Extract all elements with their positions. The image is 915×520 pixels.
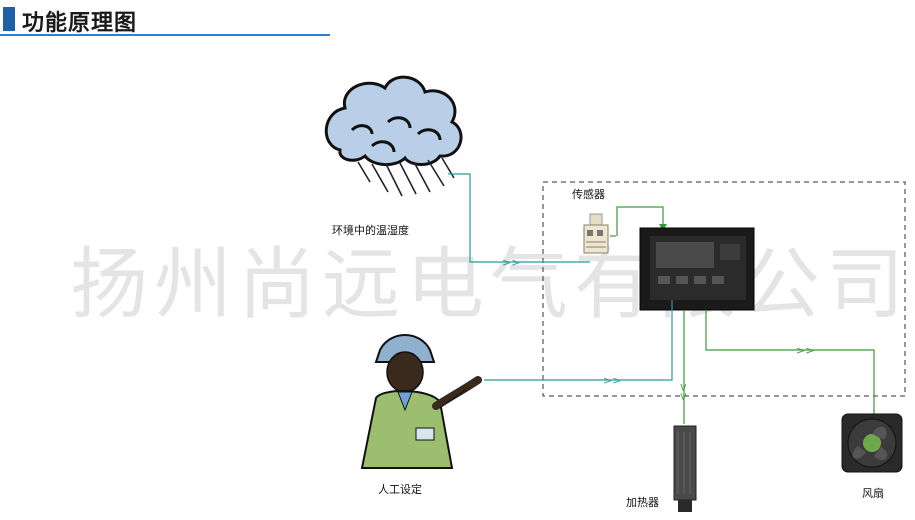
controller-icon <box>639 227 755 311</box>
manual-setting-label: 人工设定 <box>378 483 422 496</box>
worker-icon <box>360 334 482 469</box>
watermark: 扬州尚远电气有限公司 <box>70 240 911 330</box>
title-underline <box>0 34 330 36</box>
fan-icon <box>841 413 903 473</box>
sensor-feedback-line <box>616 206 664 236</box>
page-title: 功能原理图 <box>22 10 138 36</box>
svg-text:>>: >> <box>603 374 621 387</box>
rain-cloud-icon <box>324 75 463 197</box>
sensor-label: 传感器 <box>572 188 605 201</box>
svg-text:>>: >> <box>502 256 520 269</box>
environment-signal-line <box>448 173 590 263</box>
manual-setting-line <box>484 300 673 381</box>
svg-text:>>: >> <box>677 383 690 401</box>
title-bar: 功能原理图 <box>0 5 330 36</box>
fan-label: 风扇 <box>862 487 884 500</box>
title-marker <box>3 7 15 31</box>
environment-label: 环境中的温湿度 <box>332 224 409 237</box>
heater-label: 加热器 <box>626 496 659 509</box>
fan-control-line <box>705 310 875 416</box>
svg-text:>>: >> <box>796 344 814 357</box>
heater-icon <box>673 425 697 512</box>
sensor-icon <box>583 213 609 254</box>
control-boundary <box>542 181 906 397</box>
